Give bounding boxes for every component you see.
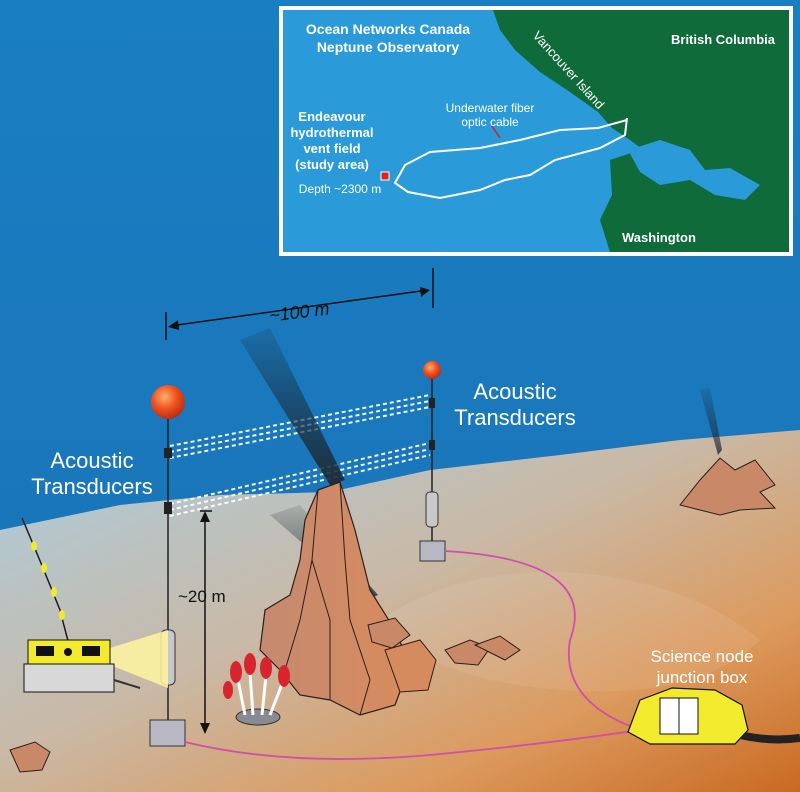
label-junction-line1: Science node	[650, 647, 753, 666]
rock-bottom-left	[9, 741, 51, 773]
right-buoy	[423, 361, 441, 379]
rock-base-right	[384, 639, 437, 693]
study-area-marker	[380, 171, 390, 181]
hydrothermal-vent-chimney	[259, 481, 437, 716]
label-site-line1: Endeavour	[298, 109, 365, 124]
inset-map: Ocean Networks Canada Neptune Observator…	[279, 6, 793, 256]
left-anchor-box	[149, 719, 186, 747]
label-distance-vertical: ~20 m	[178, 587, 226, 606]
rov-tether	[21, 517, 71, 649]
label-transducers-right-line1: Acoustic	[473, 379, 556, 404]
junction-box-cable	[739, 731, 800, 744]
right-anchor-box	[419, 540, 446, 562]
inset-title-line1: Ocean Networks Canada	[306, 21, 470, 37]
distance-measure-horizontal: ~100 m	[165, 268, 434, 340]
rov-light-beam	[110, 630, 168, 688]
fiber-optic-cable	[393, 117, 628, 200]
distance-measure-vertical: ~20 m	[178, 510, 226, 734]
left-buoy	[151, 385, 185, 419]
label-transducers-left-line1: Acoustic	[50, 448, 133, 473]
inset-title-line2: Neptune Observatory	[317, 39, 460, 55]
right-mooring	[419, 361, 446, 562]
label-british-columbia: British Columbia	[671, 32, 776, 47]
label-transducers-left-line2: Transducers	[31, 474, 152, 499]
science-node-junction-box	[627, 687, 800, 745]
inset-map-strait	[628, 140, 760, 200]
rov-vehicle	[21, 517, 168, 693]
right-instrument-cylinder	[425, 491, 439, 528]
distant-vent	[679, 388, 777, 516]
label-junction-line2: junction box	[656, 668, 748, 687]
label-cable-line1: Underwater fiber	[446, 101, 535, 115]
label-site-line2: hydrothermal	[290, 125, 373, 140]
label-depth: Depth ~2300 m	[299, 182, 381, 196]
vent-plume	[240, 328, 345, 485]
label-site-line3: vent field	[303, 141, 360, 156]
rock-right-of-vent	[367, 617, 411, 649]
label-cable-line2: optic cable	[461, 115, 519, 129]
tube-worms	[223, 653, 290, 726]
label-washington: Washington	[622, 230, 696, 245]
acoustic-beams	[169, 394, 431, 517]
label-transducers-right-line2: Transducers	[454, 405, 575, 430]
seafloor	[0, 430, 800, 792]
rock-middle-2	[473, 635, 521, 661]
seafloor-cable	[184, 550, 641, 760]
label-site-line4: (study area)	[295, 157, 369, 172]
cable-pointer	[491, 125, 501, 139]
